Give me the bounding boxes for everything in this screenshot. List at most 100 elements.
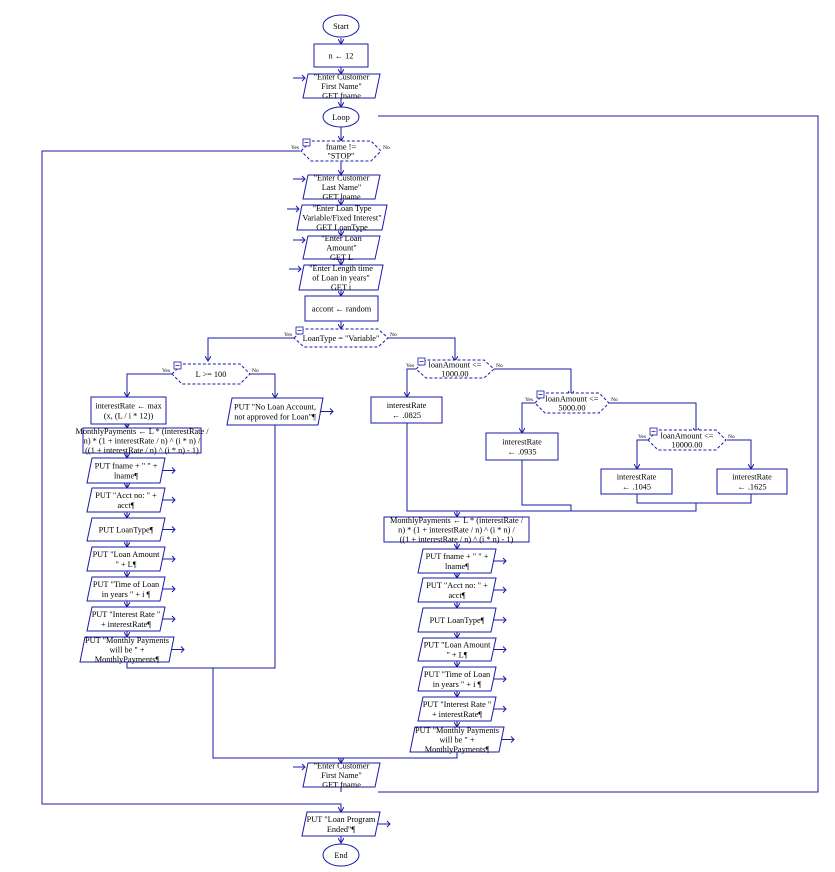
node-text-line: PUT "Loan Program xyxy=(307,815,376,824)
connector-line xyxy=(407,368,416,397)
node-text-line: will be " + xyxy=(439,736,474,745)
output-box-put_amount_l[interactable]: PUT "Loan Amount" + L¶ xyxy=(86,546,176,572)
output-arrow-icon xyxy=(172,646,185,653)
output-box-put_no_loan[interactable]: PUT "No Loan Account,not approved for Lo… xyxy=(226,397,334,426)
input-arrow-icon xyxy=(293,175,306,183)
process-box-n_assign[interactable]: n ← 12 xyxy=(313,43,369,68)
output-box-put_type_r[interactable]: PUT LoanType¶ xyxy=(417,607,507,633)
input-arrow-icon xyxy=(289,265,302,273)
node-text-line: PUT "Acct no: " + xyxy=(95,491,157,500)
output-box-put_name_l[interactable]: PUT fname + " " +lname¶ xyxy=(86,457,176,484)
connector-line xyxy=(727,439,751,469)
output-arrow-icon xyxy=(163,526,176,533)
yes-label: Yes xyxy=(284,332,292,338)
end-terminal[interactable]: End xyxy=(322,843,360,867)
node-text-line: GET fname xyxy=(322,92,361,101)
process-box-rate_1625[interactable]: interestRate← .1625 xyxy=(716,468,788,495)
input-arrow-icon xyxy=(287,205,300,213)
node-text-line: L >= 100 xyxy=(196,370,227,379)
process-box-acct_random[interactable]: accont ← random xyxy=(304,295,379,322)
node-text-line: "Enter Loan Type xyxy=(313,204,372,213)
connector-line xyxy=(378,115,819,793)
output-box-put_name_r[interactable]: PUT fname + " " +lname¶ xyxy=(417,548,507,574)
connector-line xyxy=(213,425,276,669)
process-box-monthly_left[interactable]: MonthlyPayments ← L * (interestRate /n) … xyxy=(75,427,209,455)
node-text-line: PUT "Time of Loan xyxy=(424,670,491,679)
output-box-put_type_l[interactable]: PUT LoanType¶ xyxy=(86,517,176,542)
node-text-line: ((1 + interestRate / n) ^ (i * n) - 1) xyxy=(400,535,514,544)
connector-line xyxy=(521,460,572,511)
no-label: No xyxy=(390,332,397,338)
connector-line xyxy=(494,368,571,396)
connector-line xyxy=(127,373,173,397)
node-text-line: GET fname xyxy=(322,781,361,790)
process-box-rate_1045[interactable]: interestRate← .1045 xyxy=(600,468,673,495)
output-box-put_rate_r[interactable]: PUT "Interest Rate "+ interestRate¶ xyxy=(417,696,507,722)
node-text-line: "Enter Customer xyxy=(314,72,370,81)
start-terminal[interactable]: Start xyxy=(322,14,360,38)
output-arrow-icon xyxy=(163,555,176,563)
connector-line xyxy=(387,337,455,361)
node-text-line: "Enter Customer xyxy=(314,173,370,182)
node-text-line: PUT "Loan Amount xyxy=(424,641,492,650)
node-text-line: " + L¶ xyxy=(115,560,136,569)
output-box-put_rate_l[interactable]: PUT "Interest Rate "+ interestRate¶ xyxy=(86,606,176,632)
node-text-line: First Name" xyxy=(321,771,362,780)
node-text-line: (x, (L / i * 12)) xyxy=(104,411,154,420)
output-arrow-icon xyxy=(163,496,176,504)
node-text-line: 1000.00 xyxy=(442,370,469,379)
yes-label: Yes xyxy=(291,145,299,151)
yes-label: Yes xyxy=(406,363,414,369)
connector-line xyxy=(208,337,295,361)
node-text-line: fname != xyxy=(326,143,357,152)
output-arrow-icon xyxy=(494,586,507,594)
no-label: No xyxy=(728,434,735,440)
node-text-line: interestRate xyxy=(387,401,427,410)
connector-line xyxy=(341,752,458,759)
output-arrow-icon xyxy=(163,615,176,623)
connector-line xyxy=(41,150,341,812)
output-arrow-icon xyxy=(494,616,507,624)
node-text-line: lname¶ xyxy=(445,562,469,571)
process-box-rate_max[interactable]: interestRate ← max(x, (L / i * 12)) xyxy=(90,396,167,425)
connectors xyxy=(41,38,819,843)
output-box-put_acct_r[interactable]: PUT "Acct no: " +acct¶ xyxy=(417,577,507,603)
node-text-line: Variable/Fixed Interest" xyxy=(302,214,381,223)
node-text-line: PUT "Time of Loan xyxy=(93,580,160,589)
input-arrow-icon xyxy=(293,763,306,771)
input-arrow-icon xyxy=(293,236,306,244)
node-text-line: PUT LoanType¶ xyxy=(430,616,485,625)
loop-terminal[interactable]: Loop xyxy=(322,106,360,128)
output-arrow-icon xyxy=(163,467,176,474)
output-box-put_amount_r[interactable]: PUT "Loan Amount" + L¶ xyxy=(417,637,507,662)
process-box-rate_0825[interactable]: interestRate← .0825 xyxy=(370,396,443,424)
start-terminal-label: Start xyxy=(333,22,349,31)
node-text-line: MonthlyPayments ← L * (interestRate / xyxy=(75,427,209,436)
connector-line xyxy=(637,439,648,469)
no-label: No xyxy=(383,145,390,151)
node-text-line: Amount" xyxy=(326,244,357,253)
process-box-monthly_right[interactable]: MonthlyPayments ← L * (interestRate /n) … xyxy=(383,516,530,544)
loop-terminal-label: Loop xyxy=(332,113,350,122)
output-box-put_acct_l[interactable]: PUT "Acct no: " +acct¶ xyxy=(86,487,176,513)
node-text-line: loanAmount <= xyxy=(661,432,714,441)
process-box-rate_0935[interactable]: interestRate← .0935 xyxy=(485,432,559,461)
